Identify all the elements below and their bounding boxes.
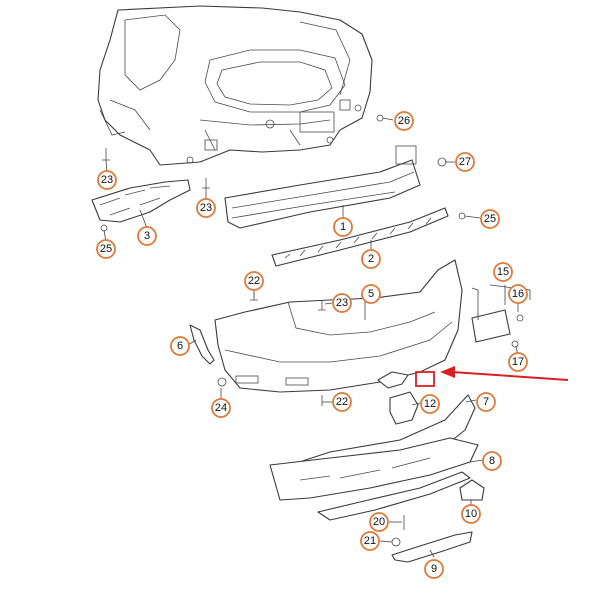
highlight-arrow xyxy=(440,366,569,381)
callout-8-label: 8 xyxy=(489,455,495,467)
callout-6[interactable]: 6 xyxy=(170,336,190,356)
callout-7-label: 7 xyxy=(483,396,489,408)
callout-12-label: 12 xyxy=(424,398,436,410)
callout-22-lower[interactable]: 22 xyxy=(332,392,352,412)
callout-15[interactable]: 15 xyxy=(493,262,513,282)
callout-25-right-label: 25 xyxy=(484,213,496,225)
callout-17-label: 17 xyxy=(512,356,524,368)
callout-1-label: 1 xyxy=(340,221,346,233)
callout-15-label: 15 xyxy=(497,266,509,278)
callout-17[interactable]: 17 xyxy=(508,352,528,372)
callout-22-upper[interactable]: 22 xyxy=(244,271,264,291)
callout-3[interactable]: 3 xyxy=(137,226,157,246)
callout-23-mid-label: 23 xyxy=(200,202,212,214)
part-3-side-bracket xyxy=(91,179,191,223)
callout-2-label: 2 xyxy=(368,253,374,265)
part-1-reinforcement-bar xyxy=(224,145,421,229)
callout-25-left-label: 25 xyxy=(100,243,112,255)
callout-26-label: 26 xyxy=(398,115,410,127)
callout-23-right[interactable]: 23 xyxy=(332,293,352,313)
callout-9[interactable]: 9 xyxy=(424,559,444,579)
callout-6-label: 6 xyxy=(177,340,183,352)
callout-20-label: 20 xyxy=(373,516,385,528)
part-5-bumper-cover xyxy=(214,259,463,393)
callout-22-upper-label: 22 xyxy=(248,275,260,287)
callout-27-label: 27 xyxy=(459,156,471,168)
callout-24[interactable]: 24 xyxy=(211,398,231,418)
callout-12[interactable]: 12 xyxy=(420,394,440,414)
callout-9-label: 9 xyxy=(431,563,437,575)
callout-10-label: 10 xyxy=(465,508,477,520)
callout-16[interactable]: 16 xyxy=(508,284,528,304)
callout-21-label: 21 xyxy=(364,535,376,547)
part-12-bracket xyxy=(377,371,435,425)
callout-10[interactable]: 10 xyxy=(461,504,481,524)
highlighted-clip-box xyxy=(415,371,435,387)
part-6-side-trim xyxy=(189,324,215,365)
callout-20[interactable]: 20 xyxy=(369,512,389,532)
callout-16-label: 16 xyxy=(512,288,524,300)
callout-8[interactable]: 8 xyxy=(482,451,502,471)
callout-25-right[interactable]: 25 xyxy=(480,209,500,229)
part-15-plate-holder xyxy=(471,284,531,343)
callout-3-label: 3 xyxy=(144,230,150,242)
callout-27[interactable]: 27 xyxy=(455,152,475,172)
part-9-lower-plate xyxy=(391,531,473,563)
callout-2[interactable]: 2 xyxy=(361,249,381,269)
part-8-diffuser xyxy=(269,437,479,521)
part-10-cap xyxy=(459,479,485,501)
callout-23-left-label: 23 xyxy=(101,174,113,186)
callout-22-lower-label: 22 xyxy=(336,396,348,408)
callout-1[interactable]: 1 xyxy=(333,217,353,237)
callout-23-left[interactable]: 23 xyxy=(97,170,117,190)
callout-26[interactable]: 26 xyxy=(394,111,414,131)
callout-7[interactable]: 7 xyxy=(476,392,496,412)
callout-21[interactable]: 21 xyxy=(360,531,380,551)
callout-23-mid[interactable]: 23 xyxy=(196,198,216,218)
callout-5-label: 5 xyxy=(368,288,374,300)
part-2-energy-absorber xyxy=(271,207,449,267)
car-rear-body xyxy=(97,5,373,166)
callout-25-left[interactable]: 25 xyxy=(96,239,116,259)
callout-23-right-label: 23 xyxy=(336,297,348,309)
callout-24-label: 24 xyxy=(215,402,227,414)
callout-5[interactable]: 5 xyxy=(361,284,381,304)
